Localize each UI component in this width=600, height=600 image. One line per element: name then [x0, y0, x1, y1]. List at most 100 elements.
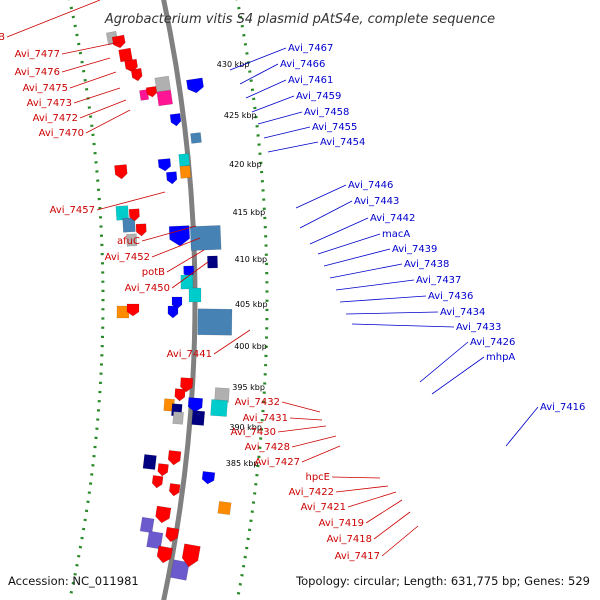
gene-feature-3: [124, 58, 138, 73]
leader-line: [61, 41, 121, 55]
leader-line: [329, 263, 403, 279]
leader-line: [419, 341, 469, 383]
tick-label: 415 kbp: [233, 208, 266, 217]
gene-feature-23: [168, 225, 190, 247]
leader-line: [309, 217, 369, 245]
gene-feature-54: [170, 559, 190, 581]
gene-feature-11: [190, 132, 202, 144]
gene-feature-43: [142, 454, 157, 470]
gene-feature-52: [165, 526, 180, 543]
gene-feature-44: [157, 463, 169, 477]
tick-label: 410 kbp: [235, 255, 268, 264]
leader-line: [347, 491, 397, 508]
gene-feature-34: [174, 388, 186, 402]
gene-label-left: Avi_7418: [327, 534, 372, 545]
gene-feature-1: [111, 34, 126, 49]
leader-line: [365, 499, 403, 524]
gene-feature-9: [186, 77, 204, 94]
gene-feature-32: [126, 303, 140, 317]
leader-line: [267, 141, 319, 153]
gene-label-right: Avi_7434: [440, 307, 485, 318]
topology-summary: Topology: circular; Length: 631,775 bp; …: [295, 574, 590, 588]
leader-line: [61, 57, 111, 73]
leader-line: [213, 329, 251, 355]
gc-track-outer: [235, 0, 269, 600]
gene-label-right: Avi_7439: [392, 244, 437, 255]
leader-line: [345, 311, 439, 315]
gene-feature-14: [157, 158, 172, 172]
gene-label-left: Avi_7427: [255, 457, 300, 468]
gene-label-right: Avi_7443: [354, 196, 399, 207]
gene-feature-22: [189, 225, 222, 251]
gene-label-left: potB: [142, 267, 165, 278]
leader-line: [331, 476, 381, 479]
gene-label-right: Avi_7426: [470, 337, 515, 348]
leader-line: [339, 295, 427, 303]
leader-line: [85, 109, 131, 134]
tick-label: 405 kbp: [235, 300, 268, 309]
leader-line: [277, 425, 327, 433]
gene-label-left: afuC: [117, 236, 140, 247]
leader-line: [251, 95, 295, 113]
gene-label-left: Avi_7457: [50, 205, 95, 216]
gene-label-right: Avi_7416: [540, 402, 585, 413]
leader-line: [299, 200, 353, 229]
gene-label-right: Avi_7461: [288, 75, 333, 86]
gene-feature-41: [191, 410, 206, 426]
gene-feature-37: [172, 411, 184, 425]
leader-line: [79, 99, 127, 119]
gene-feature-21: [126, 233, 138, 247]
gene-label-right: Avi_7459: [296, 91, 341, 102]
leader-line: [257, 111, 303, 125]
gene-feature-8: [156, 89, 173, 107]
leader-line: [335, 279, 415, 291]
leader-line: [323, 248, 391, 267]
gc-track-inner: [67, 0, 105, 600]
gene-feature-39: [210, 399, 228, 417]
leader-line: [291, 435, 337, 448]
leader-line: [141, 225, 197, 242]
gene-label-right: Avi_7437: [416, 275, 461, 286]
gene-feature-50: [139, 516, 155, 534]
gene-feature-15: [166, 171, 178, 185]
gene-features: [105, 30, 233, 581]
leader-line: [229, 47, 287, 71]
tick-label: 425 kbp: [224, 111, 257, 120]
gene-label-right: macA: [382, 229, 410, 240]
gene-label-right: Avi_7454: [320, 137, 365, 148]
map-title: Agrobacterium vitis S4 plasmid pAtS4e, c…: [104, 12, 495, 27]
gene-label-left: Avi_7472: [33, 113, 78, 124]
gene-feature-4: [130, 67, 143, 82]
gene-feature-45: [151, 475, 164, 489]
leader-line: [381, 525, 419, 557]
accession-text: Accession: NC_011981: [8, 574, 139, 588]
gene-label-right: Avi_7442: [370, 213, 415, 224]
gene-label-left: Avi_7428: [245, 442, 290, 453]
gene-feature-30: [197, 308, 233, 336]
gene-feature-42: [167, 450, 182, 466]
gene-feature-55: [181, 543, 201, 568]
gene-feature-13: [179, 165, 192, 179]
gene-label-right: Avi_7458: [304, 107, 349, 118]
tick-label: 395 kbp: [232, 383, 265, 392]
leader-line: [281, 401, 321, 413]
tick-label: 390 kbp: [229, 423, 262, 432]
gene-label-left: Avi_7432: [235, 397, 280, 408]
leader-line: [245, 79, 287, 99]
leader-line: [239, 63, 279, 85]
leader-line: [96, 191, 166, 211]
gene-label-right: Avi_7455: [312, 122, 357, 133]
gene-feature-29: [167, 305, 179, 319]
leader-line: [166, 249, 205, 273]
gene-label-right: Avi_7433: [456, 322, 501, 333]
gene-feature-19: [128, 208, 140, 222]
gene-label-left: Avi_7431: [243, 413, 288, 424]
leader-line: [431, 356, 485, 395]
leader-line: [317, 233, 381, 255]
tick-label: 420 kbp: [229, 160, 262, 169]
gene-label-left: Avi_7473: [27, 98, 72, 109]
gene-label-right: Avi_7466: [280, 59, 325, 70]
gene-label-left: Avi_7477: [15, 49, 60, 60]
